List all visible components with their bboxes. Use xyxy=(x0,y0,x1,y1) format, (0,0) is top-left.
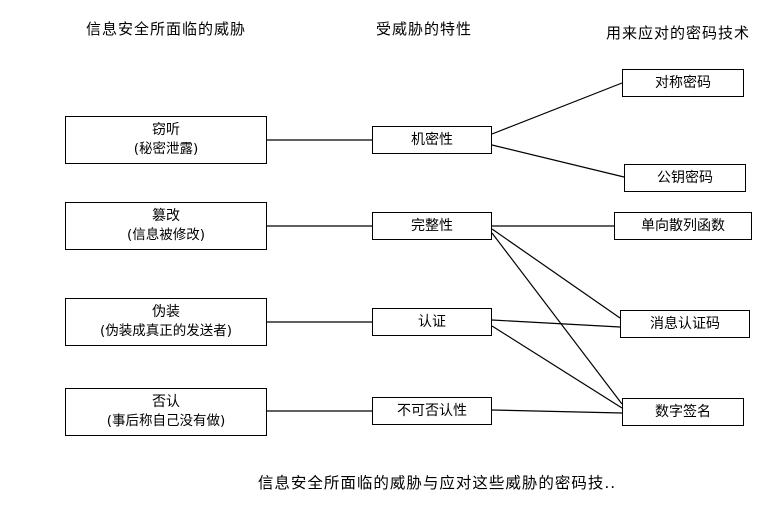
connector-line xyxy=(491,232,623,405)
technique-box-one-way-hash: 单向散列函数 xyxy=(614,212,752,240)
column-header-threats: 信息安全所面临的威胁 xyxy=(85,20,246,38)
threat-title: 篡改 xyxy=(152,208,180,225)
property-box-non-repudiation: 不可否认性 xyxy=(372,397,492,425)
technique-box-digital-signature: 数字签名 xyxy=(622,398,744,426)
threat-box-spoofing: 伪装 (伪装成真正的发送者) xyxy=(65,298,267,346)
column-header-techniques: 用来应对的密码技术 xyxy=(605,24,750,42)
threat-box-tampering: 篡改 (信息被修改) xyxy=(65,202,267,250)
technique-box-public-key-cipher: 公钥密码 xyxy=(624,164,746,192)
threat-subtitle: (信息被修改) xyxy=(126,227,206,244)
column-header-properties: 受威胁的特性 xyxy=(375,20,472,38)
technique-box-symmetric-cipher: 对称密码 xyxy=(622,69,744,97)
property-box-confidentiality: 机密性 xyxy=(372,126,492,154)
connector-line xyxy=(491,144,625,178)
threat-subtitle: (秘密泄露) xyxy=(133,141,199,158)
connector-line xyxy=(491,319,621,328)
threat-subtitle: (伪装成真正的发送者) xyxy=(99,323,233,340)
threat-title: 窃听 xyxy=(152,122,180,139)
threat-box-eavesdropping: 窃听 (秘密泄露) xyxy=(65,116,267,164)
diagram-caption: 信息安全所面临的威胁与应对这些威胁的密码技.. xyxy=(257,474,617,492)
property-box-integrity: 完整性 xyxy=(372,212,492,240)
connector-line xyxy=(491,325,623,409)
threat-title: 伪装 xyxy=(152,304,180,321)
connector-line xyxy=(491,409,623,414)
threat-box-repudiation: 否认 (事后称自己没有做) xyxy=(65,388,267,436)
technique-box-mac: 消息认证码 xyxy=(620,310,750,338)
threat-subtitle: (事后称自己没有做) xyxy=(106,413,226,430)
connector-line xyxy=(491,82,623,135)
property-box-authentication: 认证 xyxy=(372,308,492,336)
threat-title: 否认 xyxy=(152,394,180,411)
connector-line xyxy=(491,228,621,319)
